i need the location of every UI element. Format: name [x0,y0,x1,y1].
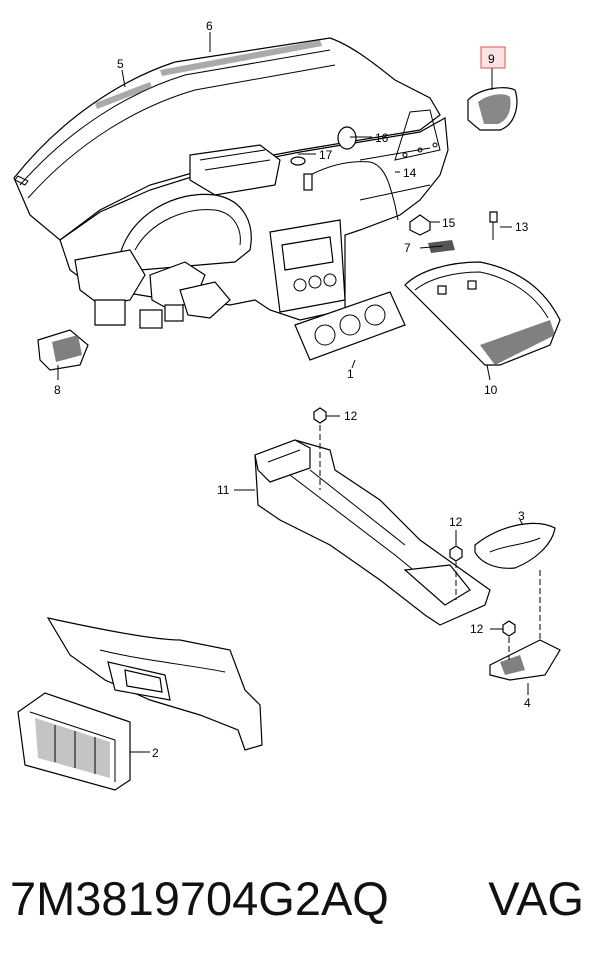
footer-caption: 7M3819704G2AQ VAG [0,858,600,938]
climate-panel-part-1 [294,291,406,361]
part-number: 7M3819704G2AQ [10,871,389,925]
callout-1: 1 [347,367,354,381]
callout-6: 6 [206,19,213,33]
brand-label: VAG [488,871,584,925]
callout-17: 17 [319,148,333,162]
callout-16: 16 [375,131,389,145]
callout-5: 5 [117,57,124,71]
callout-14: 14 [403,166,417,180]
trim-part-3 [474,522,556,569]
callout-10: 10 [484,383,498,397]
highlight-box [480,46,506,69]
dashboard-illustration [13,37,449,329]
callout-7: 7 [404,241,411,255]
callout-8: 8 [54,383,61,397]
defrost-grilles [14,175,29,186]
callout-12-top: 12 [344,409,358,423]
callout-4: 4 [524,696,531,710]
side-vent-part-8 [37,329,89,371]
lower-duct-assembly [46,617,263,751]
assembly-lines [319,425,541,660]
bracket-part-4 [489,639,561,681]
callout-9: 9 [488,52,495,66]
callout-11: 11 [217,483,230,497]
leader-lines [57,32,529,753]
vent-part-9 [467,87,518,131]
small-fasteners [290,156,498,240]
callout-2: 2 [152,746,159,760]
nuts-part-12 [313,407,516,637]
callout-12-bottom: 12 [470,622,484,636]
callout-15: 15 [442,216,456,230]
callout-12-middle: 12 [449,515,463,529]
center-console-part-11 [254,439,491,626]
callout-3: 3 [518,509,525,523]
vent-part-2 [17,692,131,791]
callout-labels: 1 2 3 4 5 6 7 8 9 10 11 12 12 12 13 14 1… [54,19,531,760]
wiring-harness [303,126,399,221]
parts-diagram: 1 2 3 4 5 6 7 8 9 10 11 12 12 12 13 14 1… [13,19,561,791]
callout-13: 13 [515,220,529,234]
glovebox-lid-part-10 [404,261,561,366]
